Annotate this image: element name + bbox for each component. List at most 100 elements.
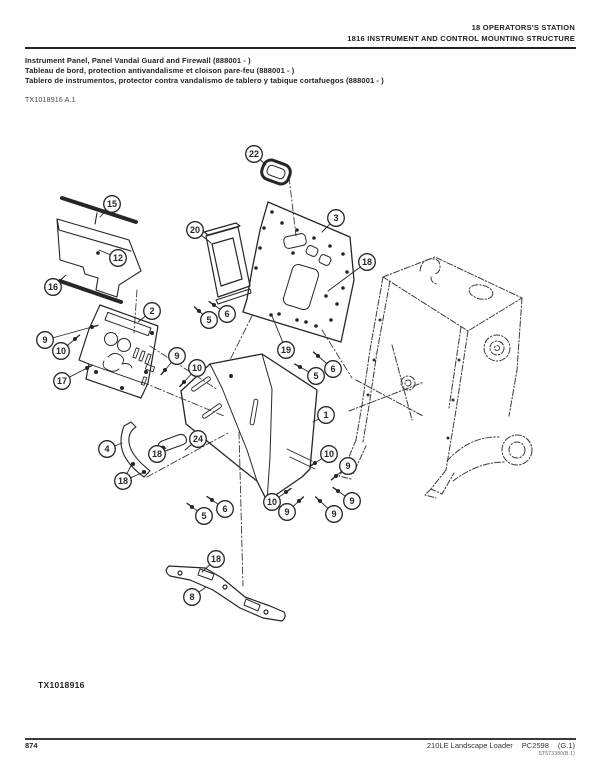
callout-balloon <box>114 472 132 490</box>
footer-stamp: ST573380(B.1) <box>538 751 575 757</box>
callout-balloon <box>109 249 127 267</box>
screw-head <box>73 337 77 341</box>
callout-balloon <box>207 550 225 568</box>
callout-10: 10 <box>179 359 206 388</box>
screw-head <box>90 325 94 329</box>
callout-balloon <box>143 302 161 320</box>
callout-balloon <box>358 253 376 271</box>
callout-number: 10 <box>324 449 334 459</box>
callout-balloon <box>245 145 263 163</box>
title-spanish: Tablero de instrumentos, protector contr… <box>25 76 384 85</box>
callout-balloon <box>277 341 295 359</box>
callout-9: 9 <box>160 347 186 376</box>
screw-head <box>316 354 320 358</box>
callout-5: 5 <box>186 502 213 525</box>
callout-number: 24 <box>193 434 203 444</box>
screw-head <box>334 474 338 478</box>
callout-17: 17 <box>53 364 94 390</box>
callout-balloon <box>44 278 62 296</box>
callout-6: 6 <box>206 495 234 518</box>
callout-16: 16 <box>44 274 67 296</box>
footer-catalog: PC2598 <box>521 741 549 750</box>
part-firewall-panel <box>242 201 355 343</box>
callout-number: 1 <box>323 410 328 420</box>
callout-number: 5 <box>313 371 318 381</box>
callout-number: 16 <box>48 282 58 292</box>
callout-19: 19 <box>271 315 295 359</box>
callout-balloon <box>343 492 361 510</box>
callout-8: 8 <box>183 586 207 606</box>
callout-24: 24 <box>184 430 207 451</box>
callout-9: 9 <box>278 496 305 521</box>
callout-number: 9 <box>349 496 354 506</box>
footer-model: 210LE Landscape Loader <box>426 741 513 750</box>
callout-5: 5 <box>294 363 325 385</box>
callout-number: 6 <box>330 364 335 374</box>
callout-10: 10 <box>263 487 292 511</box>
callout-number: 2 <box>149 306 154 316</box>
callout-22: 22 <box>245 145 267 166</box>
callout-20: 20 <box>186 221 212 244</box>
callout-6: 6 <box>208 300 236 323</box>
page-number: 874 <box>25 741 38 750</box>
header-group: 1816 INSTRUMENT AND CONTROL MOUNTING STR… <box>347 34 575 43</box>
part-clamp-bracket <box>120 421 151 478</box>
part-grommet <box>260 158 292 186</box>
callout-number: 10 <box>56 346 66 356</box>
callout-balloon <box>307 367 325 385</box>
screw-head <box>190 505 194 509</box>
callout-2: 2 <box>137 302 161 323</box>
callout-3: 3 <box>321 209 345 233</box>
callout-18: 18 <box>114 463 145 490</box>
callout-balloon <box>317 406 335 424</box>
callout-balloon <box>36 331 54 349</box>
callout-number: 18 <box>211 554 221 564</box>
part-instrument-panel <box>78 304 159 399</box>
callout-balloon <box>148 445 166 463</box>
callout-balloon <box>53 372 71 390</box>
callout-12: 12 <box>98 249 127 267</box>
callout-balloon <box>183 588 201 606</box>
footer-rule <box>25 738 576 740</box>
callout-9: 9 <box>314 496 343 523</box>
callout-6: 6 <box>312 351 342 378</box>
callout-number: 9 <box>174 351 179 361</box>
firewall-hole-dots <box>254 210 349 328</box>
title-french: Tableau de bord, protection antivandalis… <box>25 66 295 75</box>
header-section: 18 OPERATORS'S STATION <box>471 23 575 32</box>
callout-5: 5 <box>193 306 218 329</box>
callout-balloon <box>189 430 207 448</box>
callout-balloon <box>320 445 338 463</box>
callout-balloon <box>339 457 357 475</box>
callout-number: 5 <box>206 315 211 325</box>
page-header: 18 OPERATORS'S STATION 1816 INSTRUMENT A… <box>25 22 575 44</box>
callout-number: 18 <box>152 449 162 459</box>
exploded-parts-drawing: 2215121620318291017569101956141818241099… <box>36 145 533 622</box>
callout-number: 4 <box>104 444 109 454</box>
callout-4: 4 <box>98 440 123 458</box>
callout-number: 8 <box>189 592 194 602</box>
callout-number: 12 <box>113 253 123 263</box>
callout-balloon <box>98 440 116 458</box>
callout-balloon <box>327 209 345 227</box>
callout-number: 15 <box>107 199 117 209</box>
callout-number: 9 <box>42 335 47 345</box>
screw-head <box>313 461 317 465</box>
callout-balloon <box>216 500 234 518</box>
callout-number: 18 <box>118 476 128 486</box>
callout-number: 19 <box>281 345 291 355</box>
callout-number: 5 <box>201 511 206 521</box>
callout-number: 20 <box>190 225 200 235</box>
screw-head <box>298 365 302 369</box>
part-console-cover <box>180 353 318 502</box>
callout-balloon <box>278 503 296 521</box>
screw-head <box>163 368 167 372</box>
part-vandal-guard <box>56 196 142 304</box>
callout-number: 9 <box>331 509 336 519</box>
title-block: Instrument Panel, Panel Vandal Guard and… <box>25 56 384 86</box>
callout-15: 15 <box>99 195 121 218</box>
screw-head <box>212 303 216 307</box>
